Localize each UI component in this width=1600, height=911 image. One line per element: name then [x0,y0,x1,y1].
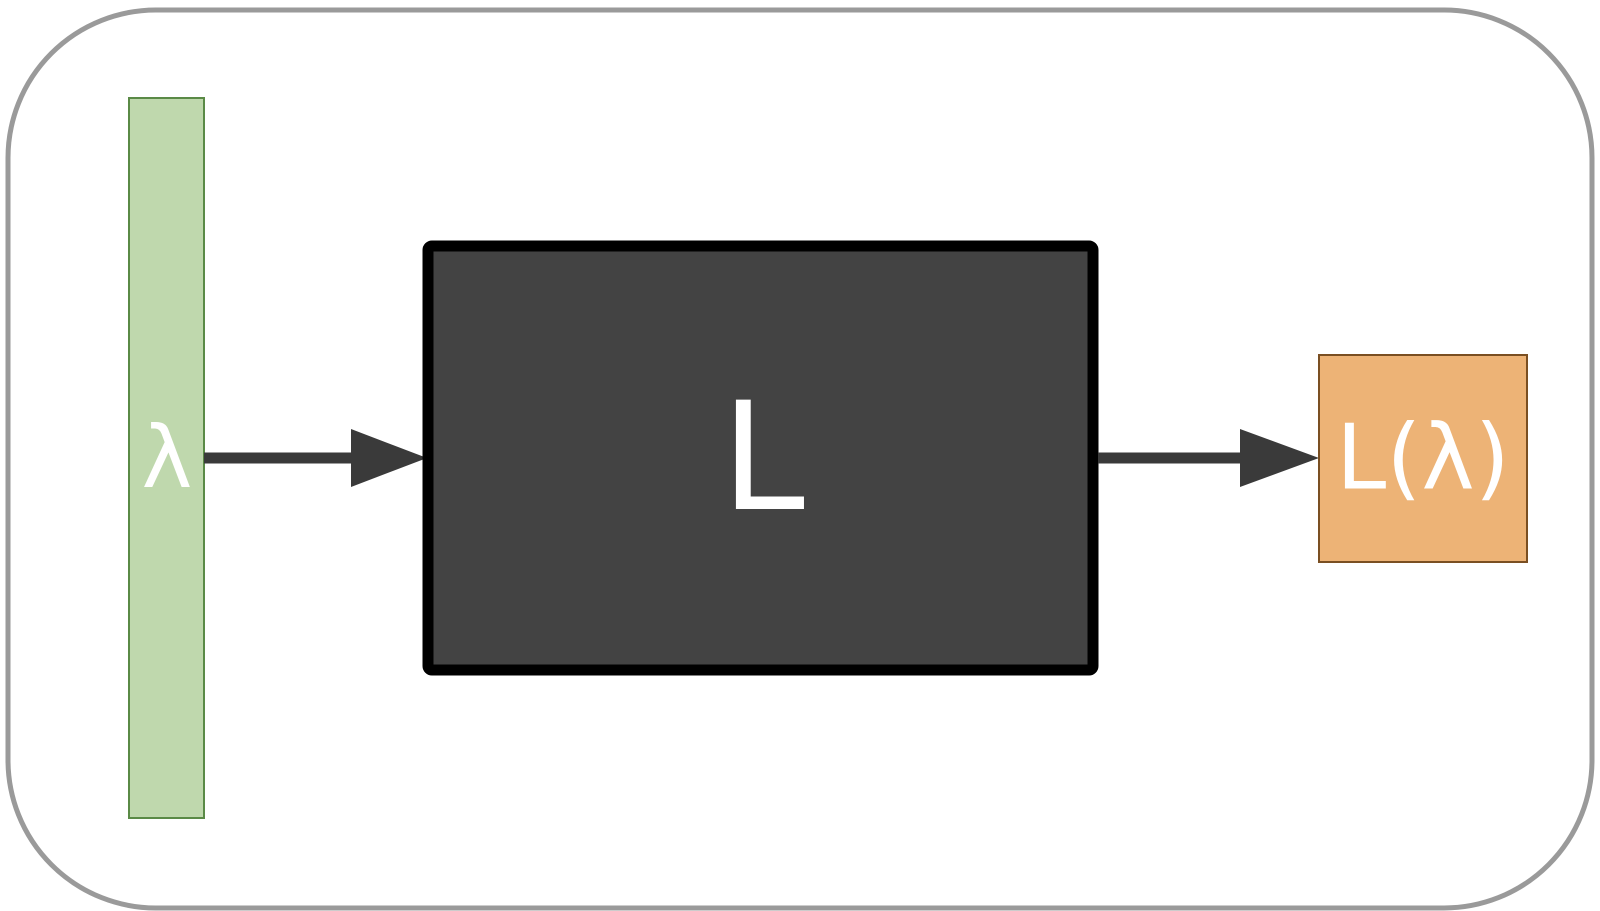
arrow-function-to-output [1098,429,1319,487]
input-vector-bar [128,97,205,819]
output-node: L(λ) [1318,354,1528,563]
function-node: L [422,240,1099,676]
arrow-head-2 [1240,429,1319,487]
function-label: L [721,371,805,545]
input-label: λ [142,408,193,508]
function-box [422,240,1099,676]
arrow-head-1 [351,429,427,487]
arrow-input-to-function [204,429,427,487]
input-node: λ [128,97,205,819]
output-label: L(λ) [1336,406,1510,511]
output-box [1318,354,1528,563]
